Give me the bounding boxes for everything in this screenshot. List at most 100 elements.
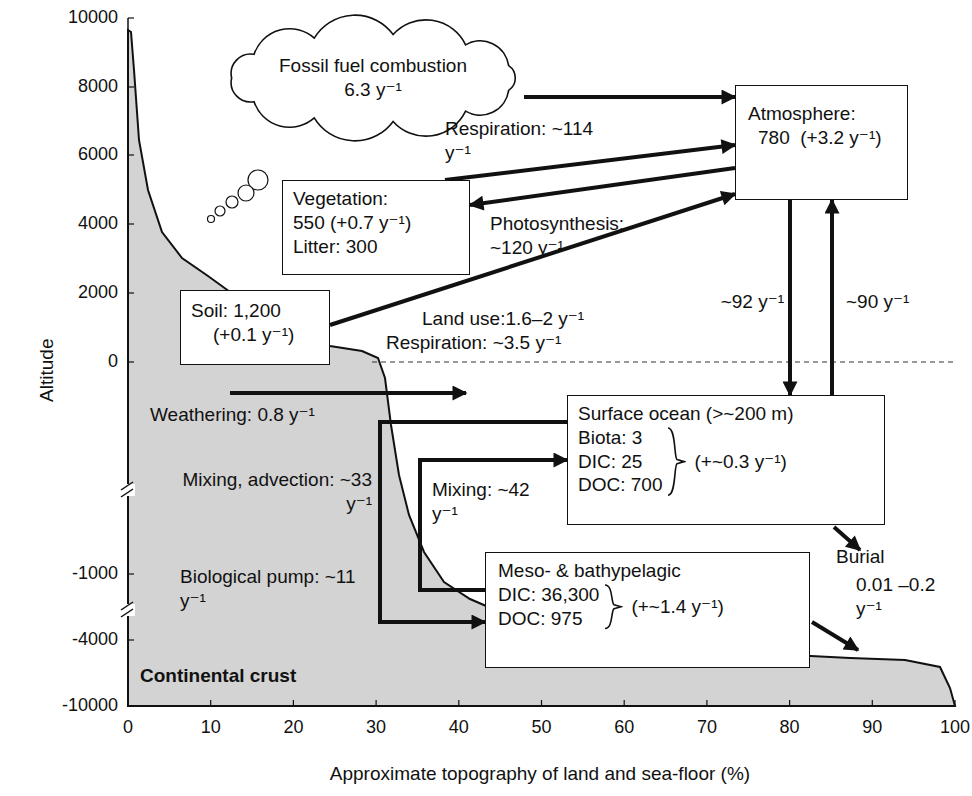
value-column: Biota: 3DIC: 25DOC: 700 (578, 426, 662, 497)
tick-label: -4000 (44, 628, 118, 651)
curly-brace (603, 583, 623, 631)
reservoir-value: 780 (+3.2 y⁻¹) (748, 126, 897, 150)
cloud-bubbles (208, 170, 269, 223)
reservoir-value: Litter: 300 (293, 235, 459, 259)
tick-label: 0 (98, 716, 158, 739)
brace-stroke (668, 428, 684, 495)
reservoir-box: Atmosphere:780 (+3.2 y⁻¹) (735, 85, 908, 200)
reservoir-box: Meso- & bathypelagicDIC: 36,300DOC: 975 (… (485, 552, 810, 668)
tick-mark (128, 292, 134, 293)
flux-label: Photosynthesis: ~120 y⁻¹ (490, 212, 650, 260)
flux-label: Mixing: ~42 y⁻¹ (432, 478, 532, 526)
tick-mark (128, 223, 134, 224)
axis-title: Altitude (35, 312, 59, 402)
tick-mark (789, 700, 790, 706)
terrain-profile (128, 30, 955, 706)
reservoir-value: (+~1.4 y⁻¹) (631, 595, 723, 619)
axis-ticks (128, 18, 955, 706)
flux-arrow (788, 200, 792, 395)
value-row: Biota: 3DIC: 25DOC: 700 (+~0.3 y⁻¹) (578, 426, 874, 497)
tick-mark (624, 700, 625, 706)
tick-label: 50 (512, 716, 572, 739)
tick-label: 10 (181, 716, 241, 739)
flux-arrow (470, 168, 735, 205)
tick-label: 6000 (44, 143, 118, 166)
tick-mark (376, 700, 377, 706)
tick-label: 90 (842, 716, 902, 739)
tick-label: 40 (429, 716, 489, 739)
tick-label: 20 (263, 716, 323, 739)
flux-label: 0.01 –0.2 y⁻¹ (856, 573, 952, 621)
tick-mark (954, 700, 955, 706)
tick-mark (872, 700, 873, 706)
flux-label: Land use:1.6–2 y⁻¹ (422, 307, 622, 331)
tick-mark (541, 700, 542, 706)
reservoir-name: Vegetation: (293, 187, 459, 211)
tick-label: -1000 (44, 562, 118, 585)
flux-label: Mixing, advection: ~33 y⁻¹ (172, 468, 372, 516)
tick-label: 100 (925, 716, 972, 739)
tick-mark (128, 17, 134, 18)
axis-break (121, 482, 135, 617)
reservoir-value: DIC: 25 (578, 450, 662, 474)
tick-mark (128, 573, 134, 574)
reservoir-name: Fossil fuel combustion (279, 54, 467, 78)
reservoir-value: (+~0.3 y⁻¹) (694, 450, 786, 474)
value-row: DIC: 36,300DOC: 975 (+~1.4 y⁻¹) (498, 583, 797, 631)
weathering-arrow (230, 391, 466, 395)
tick-mark (458, 700, 459, 706)
brace-stroke (605, 585, 621, 629)
tick-mark (128, 639, 134, 640)
reservoir-name: Atmosphere: (748, 102, 897, 126)
tick-label: 30 (346, 716, 406, 739)
change-rate: (+~1.4 y⁻¹) (631, 595, 723, 619)
flux-arrow (524, 95, 735, 99)
reservoir-box: Vegetation:550 (+0.7 y⁻¹)Litter: 300 (282, 180, 470, 275)
tick-label: 70 (677, 716, 737, 739)
region-label: Continental crust (140, 664, 340, 688)
tick-label: 60 (594, 716, 654, 739)
reservoir-value: DOC: 700 (578, 473, 662, 497)
tick-label: 10000 (44, 6, 118, 29)
curly-brace (666, 426, 686, 497)
tick-mark (128, 705, 134, 706)
flux-label: Weathering: 0.8 y⁻¹ (150, 403, 360, 427)
cloud-outline (218, 24, 528, 132)
flux-arrow (830, 200, 834, 395)
tick-mark (127, 700, 128, 706)
reservoir-value: DIC: 36,300 (498, 583, 599, 607)
value-column: DIC: 36,300DOC: 975 (498, 583, 599, 631)
tick-label: -10000 (44, 694, 118, 717)
reservoir-box: Soil: 1,200(+0.1 y⁻¹) (180, 290, 330, 365)
tick-label: 2000 (44, 281, 118, 304)
reservoir-value: 550 (+0.7 y⁻¹) (293, 211, 459, 235)
tick-label: 4000 (44, 212, 118, 235)
reservoir-name: Meso- & bathypelagic (498, 559, 797, 583)
flux-label: Respiration: ~114 y⁻¹ (445, 117, 595, 165)
tick-mark (128, 86, 134, 87)
reservoir-name: Surface ocean (>~200 m) (578, 402, 874, 426)
tick-mark (128, 154, 134, 155)
tick-mark (293, 700, 294, 706)
flux-label: ~92 y⁻¹ (694, 290, 784, 314)
tick-label: 80 (760, 716, 820, 739)
reservoir-value: 6.3 y⁻¹ (344, 78, 402, 102)
reservoir-box: Surface ocean (>~200 m)Biota: 3DIC: 25DO… (567, 395, 885, 525)
flux-label: Biological pump: ~11 y⁻¹ (180, 565, 370, 613)
tick-label: 0 (44, 350, 118, 373)
reservoir-name: Soil: 1,200 (191, 299, 319, 323)
burial-arrow (812, 622, 858, 650)
flux-label: Burial (836, 545, 916, 569)
source-cloud: Fossil fuel combustion6.3 y⁻¹ (222, 30, 524, 126)
axis-title: Approximate topography of land and sea-f… (180, 762, 900, 786)
tick-mark (128, 361, 134, 362)
tick-label: 8000 (44, 75, 118, 98)
flux-label: Respiration: ~3.5 y⁻¹ (386, 331, 596, 355)
reservoir-value: (+0.1 y⁻¹) (191, 323, 319, 347)
tick-mark (210, 700, 211, 706)
tick-mark (706, 700, 707, 706)
reservoir-value: DOC: 975 (498, 607, 599, 631)
reservoir-value: Biota: 3 (578, 426, 662, 450)
change-rate: (+~0.3 y⁻¹) (694, 450, 786, 474)
